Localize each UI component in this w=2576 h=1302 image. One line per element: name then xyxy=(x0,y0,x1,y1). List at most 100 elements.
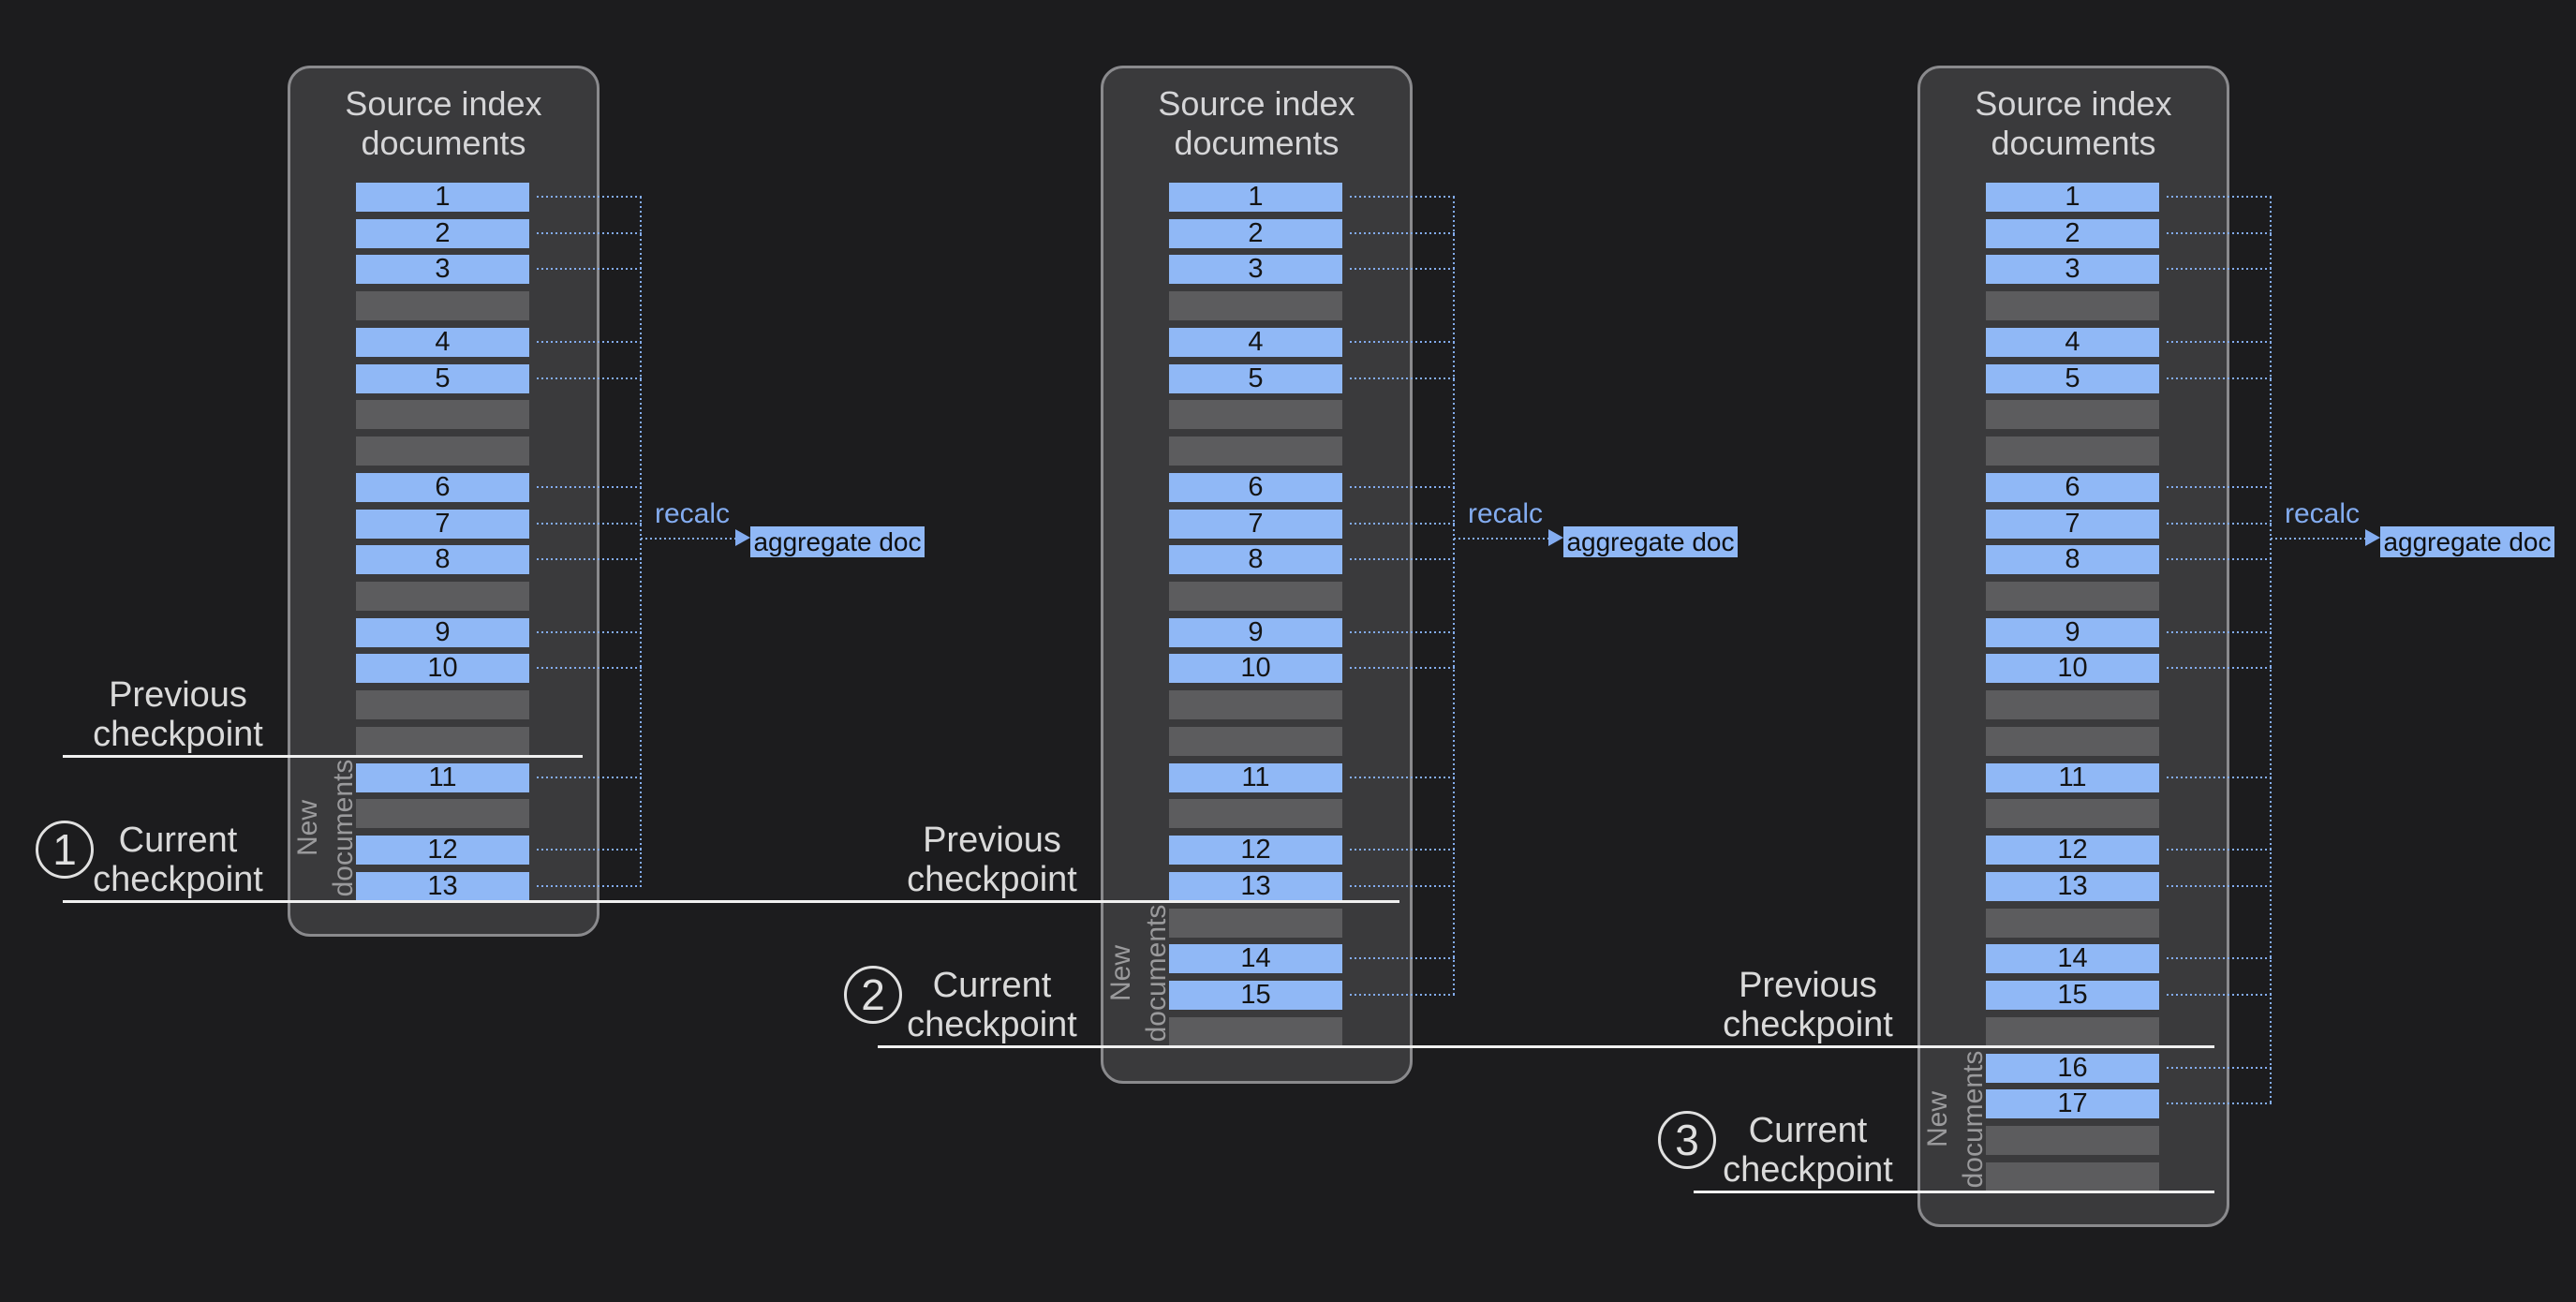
row-connector-line xyxy=(2167,268,2272,270)
document-row: 3 xyxy=(1169,255,1342,284)
bracket-line xyxy=(2270,197,2272,1104)
row-connector-line xyxy=(1350,558,1455,560)
empty-row xyxy=(1986,799,2159,828)
row-connector-line xyxy=(537,667,642,669)
empty-row xyxy=(1986,582,2159,611)
document-row: 16 xyxy=(1986,1054,2159,1083)
document-row: 2 xyxy=(1169,219,1342,248)
row-connector-line xyxy=(537,523,642,525)
empty-row xyxy=(1986,1126,2159,1155)
row-connector-line xyxy=(2167,777,2272,778)
previous-checkpoint-label: checkpoint xyxy=(1723,1005,1893,1044)
panel-title: documents xyxy=(361,124,526,162)
row-connector-line xyxy=(2167,232,2272,234)
empty-row xyxy=(356,291,529,320)
document-row: 8 xyxy=(1169,545,1342,574)
bracket-line xyxy=(1453,197,1455,996)
document-row: 12 xyxy=(1986,836,2159,865)
checkpoint-line xyxy=(1694,1191,2214,1193)
checkpoint-number-badge: 1 xyxy=(36,821,94,879)
checkpoint-line xyxy=(878,1045,2214,1048)
recalc-arrowhead-icon xyxy=(1548,529,1563,546)
document-row: 14 xyxy=(1169,944,1342,973)
row-connector-line xyxy=(1350,957,1455,959)
document-row: 2 xyxy=(356,219,529,248)
row-connector-line xyxy=(537,777,642,778)
empty-row xyxy=(1986,436,2159,466)
empty-row xyxy=(356,690,529,719)
row-connector-line xyxy=(537,377,642,379)
aggregate-doc-box: aggregate doc xyxy=(750,526,925,557)
empty-row xyxy=(1169,727,1342,756)
document-row: 1 xyxy=(356,183,529,212)
document-row: 17 xyxy=(1986,1089,2159,1118)
document-row: 10 xyxy=(1986,654,2159,683)
row-connector-line xyxy=(2167,631,2272,633)
new-documents-label-line: documents xyxy=(328,759,359,897)
row-connector-line xyxy=(2167,377,2272,379)
recalc-arrow-line xyxy=(641,538,738,540)
empty-row xyxy=(356,727,529,756)
document-row: 3 xyxy=(1986,255,2159,284)
empty-row xyxy=(1169,1017,1342,1046)
row-connector-line xyxy=(1350,268,1455,270)
recalc-label: recalc xyxy=(655,498,731,529)
recalc-arrow-line xyxy=(1454,538,1551,540)
row-connector-line xyxy=(1350,849,1455,851)
empty-row xyxy=(356,582,529,611)
row-connector-line xyxy=(537,486,642,488)
empty-row xyxy=(356,436,529,466)
row-connector-line xyxy=(2167,558,2272,560)
row-connector-line xyxy=(537,558,642,560)
document-row: 15 xyxy=(1986,981,2159,1010)
document-row: 6 xyxy=(1169,473,1342,502)
document-row: 4 xyxy=(1169,328,1342,357)
panel-title: documents xyxy=(1174,124,1340,162)
empty-row xyxy=(1169,400,1342,429)
row-connector-line xyxy=(1350,196,1455,198)
row-connector-line xyxy=(1350,777,1455,778)
row-connector-line xyxy=(2167,341,2272,343)
document-row: 15 xyxy=(1169,981,1342,1010)
checkpoint-line xyxy=(63,755,583,758)
row-connector-line xyxy=(537,341,642,343)
row-connector-line xyxy=(2167,994,2272,996)
empty-row xyxy=(1169,436,1342,466)
row-connector-line xyxy=(1350,994,1455,996)
previous-checkpoint-label: Previous xyxy=(923,821,1061,860)
document-row: 9 xyxy=(356,618,529,647)
aggregate-doc-box: aggregate doc xyxy=(1563,526,1738,557)
document-row: 5 xyxy=(356,364,529,393)
row-connector-line xyxy=(537,232,642,234)
previous-checkpoint-label: checkpoint xyxy=(93,715,263,754)
document-row: 8 xyxy=(356,545,529,574)
document-row: 10 xyxy=(1169,654,1342,683)
empty-row xyxy=(1986,1162,2159,1191)
recalc-label: recalc xyxy=(2285,498,2361,529)
document-row: 14 xyxy=(1986,944,2159,973)
document-row: 13 xyxy=(356,872,529,901)
panel-title: Source index xyxy=(345,84,542,123)
empty-row xyxy=(1169,909,1342,938)
document-row: 7 xyxy=(1169,510,1342,539)
previous-checkpoint-label: Previous xyxy=(1739,966,1877,1005)
previous-checkpoint-label: checkpoint xyxy=(907,860,1077,899)
empty-row xyxy=(1986,690,2159,719)
row-connector-line xyxy=(537,631,642,633)
panel-title: Source index xyxy=(1158,84,1355,123)
bracket-line xyxy=(640,197,642,887)
checkpoint-number-badge: 2 xyxy=(844,966,902,1024)
empty-row xyxy=(1986,291,2159,320)
document-row: 2 xyxy=(1986,219,2159,248)
panel-title: documents xyxy=(1991,124,2156,162)
row-connector-line xyxy=(2167,667,2272,669)
row-connector-line xyxy=(2167,885,2272,887)
new-documents-label-line: documents xyxy=(1141,904,1172,1043)
empty-row xyxy=(356,400,529,429)
row-connector-line xyxy=(2167,1067,2272,1069)
new-documents-label-line: documents xyxy=(1958,1050,1989,1189)
row-connector-line xyxy=(1350,486,1455,488)
document-row: 1 xyxy=(1986,183,2159,212)
row-connector-line xyxy=(537,849,642,851)
